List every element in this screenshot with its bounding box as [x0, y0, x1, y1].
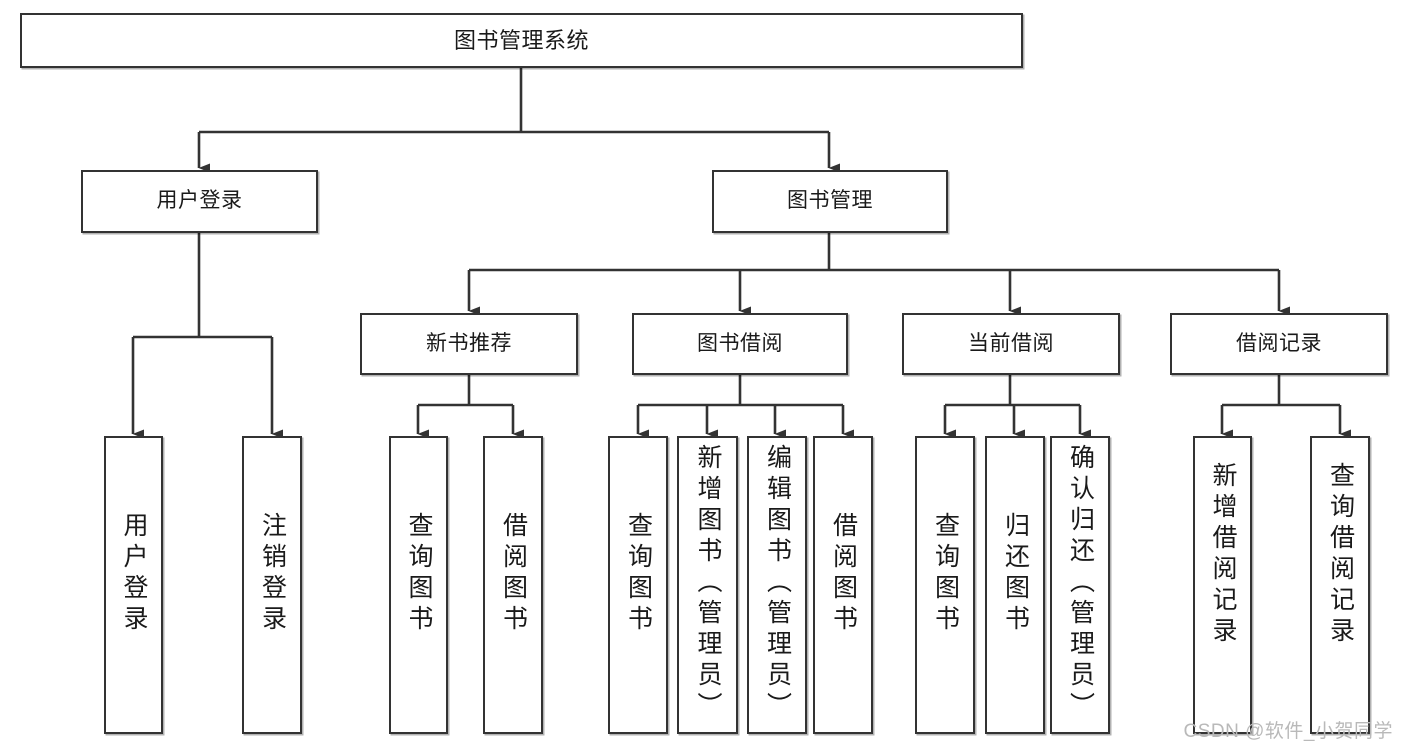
- node-label: 图书管理: [787, 189, 873, 213]
- node-label: 查询借阅记录: [1326, 462, 1355, 648]
- leaf-borrow-borrow-book[interactable]: 借阅图书: [813, 436, 873, 734]
- leaf-borrow-query-book[interactable]: 查询图书: [608, 436, 668, 734]
- node-label: 编辑图书（管理员）: [763, 444, 792, 723]
- leaf-borrow-add-book-admin[interactable]: 新增图书（管理员）: [677, 436, 738, 734]
- leaf-user-login-logout[interactable]: 注销登录: [242, 436, 302, 734]
- leaf-record-add-record[interactable]: 新增借阅记录: [1193, 436, 1252, 734]
- leaf-borrow-edit-book-admin[interactable]: 编辑图书（管理员）: [747, 436, 807, 734]
- node-label: 用户登录: [156, 189, 243, 213]
- node-label: 图书借阅: [697, 331, 783, 355]
- node-label: 确认归还（管理员）: [1066, 444, 1095, 723]
- node-user-login[interactable]: 用户登录: [81, 170, 318, 233]
- node-label: 用户登录: [120, 512, 148, 636]
- node-label: 借阅图书: [829, 512, 858, 636]
- node-book-management[interactable]: 图书管理: [712, 170, 948, 233]
- node-label: 归还图书: [1001, 512, 1030, 636]
- leaf-current-confirm-return-admin[interactable]: 确认归还（管理员）: [1050, 436, 1110, 734]
- node-label: 当前借阅: [968, 331, 1054, 355]
- node-label: 新书推荐: [426, 331, 512, 355]
- node-label: 新增借阅记录: [1209, 462, 1237, 648]
- node-borrow-record[interactable]: 借阅记录: [1170, 313, 1388, 375]
- node-current-borrow[interactable]: 当前借阅: [902, 313, 1120, 375]
- leaf-new-book-query[interactable]: 查询图书: [389, 436, 448, 734]
- node-label: 借阅图书: [499, 512, 528, 636]
- node-label: 新增图书（管理员）: [694, 444, 722, 723]
- node-label: 查询图书: [405, 512, 433, 636]
- node-new-book-recommend[interactable]: 新书推荐: [360, 313, 578, 375]
- node-label: 注销登录: [258, 512, 287, 636]
- leaf-user-login-login[interactable]: 用户登录: [104, 436, 163, 734]
- node-label: 查询图书: [624, 512, 653, 636]
- node-label: 查询图书: [931, 512, 960, 636]
- leaf-new-book-borrow[interactable]: 借阅图书: [483, 436, 543, 734]
- node-label: 图书管理系统: [453, 27, 589, 53]
- leaf-current-query-book[interactable]: 查询图书: [915, 436, 975, 734]
- leaf-current-return-book[interactable]: 归还图书: [985, 436, 1045, 734]
- node-label: 借阅记录: [1236, 331, 1322, 355]
- node-root-book-management-system[interactable]: 图书管理系统: [20, 13, 1023, 68]
- node-book-borrow[interactable]: 图书借阅: [632, 313, 848, 375]
- leaf-record-query-record[interactable]: 查询借阅记录: [1310, 436, 1370, 734]
